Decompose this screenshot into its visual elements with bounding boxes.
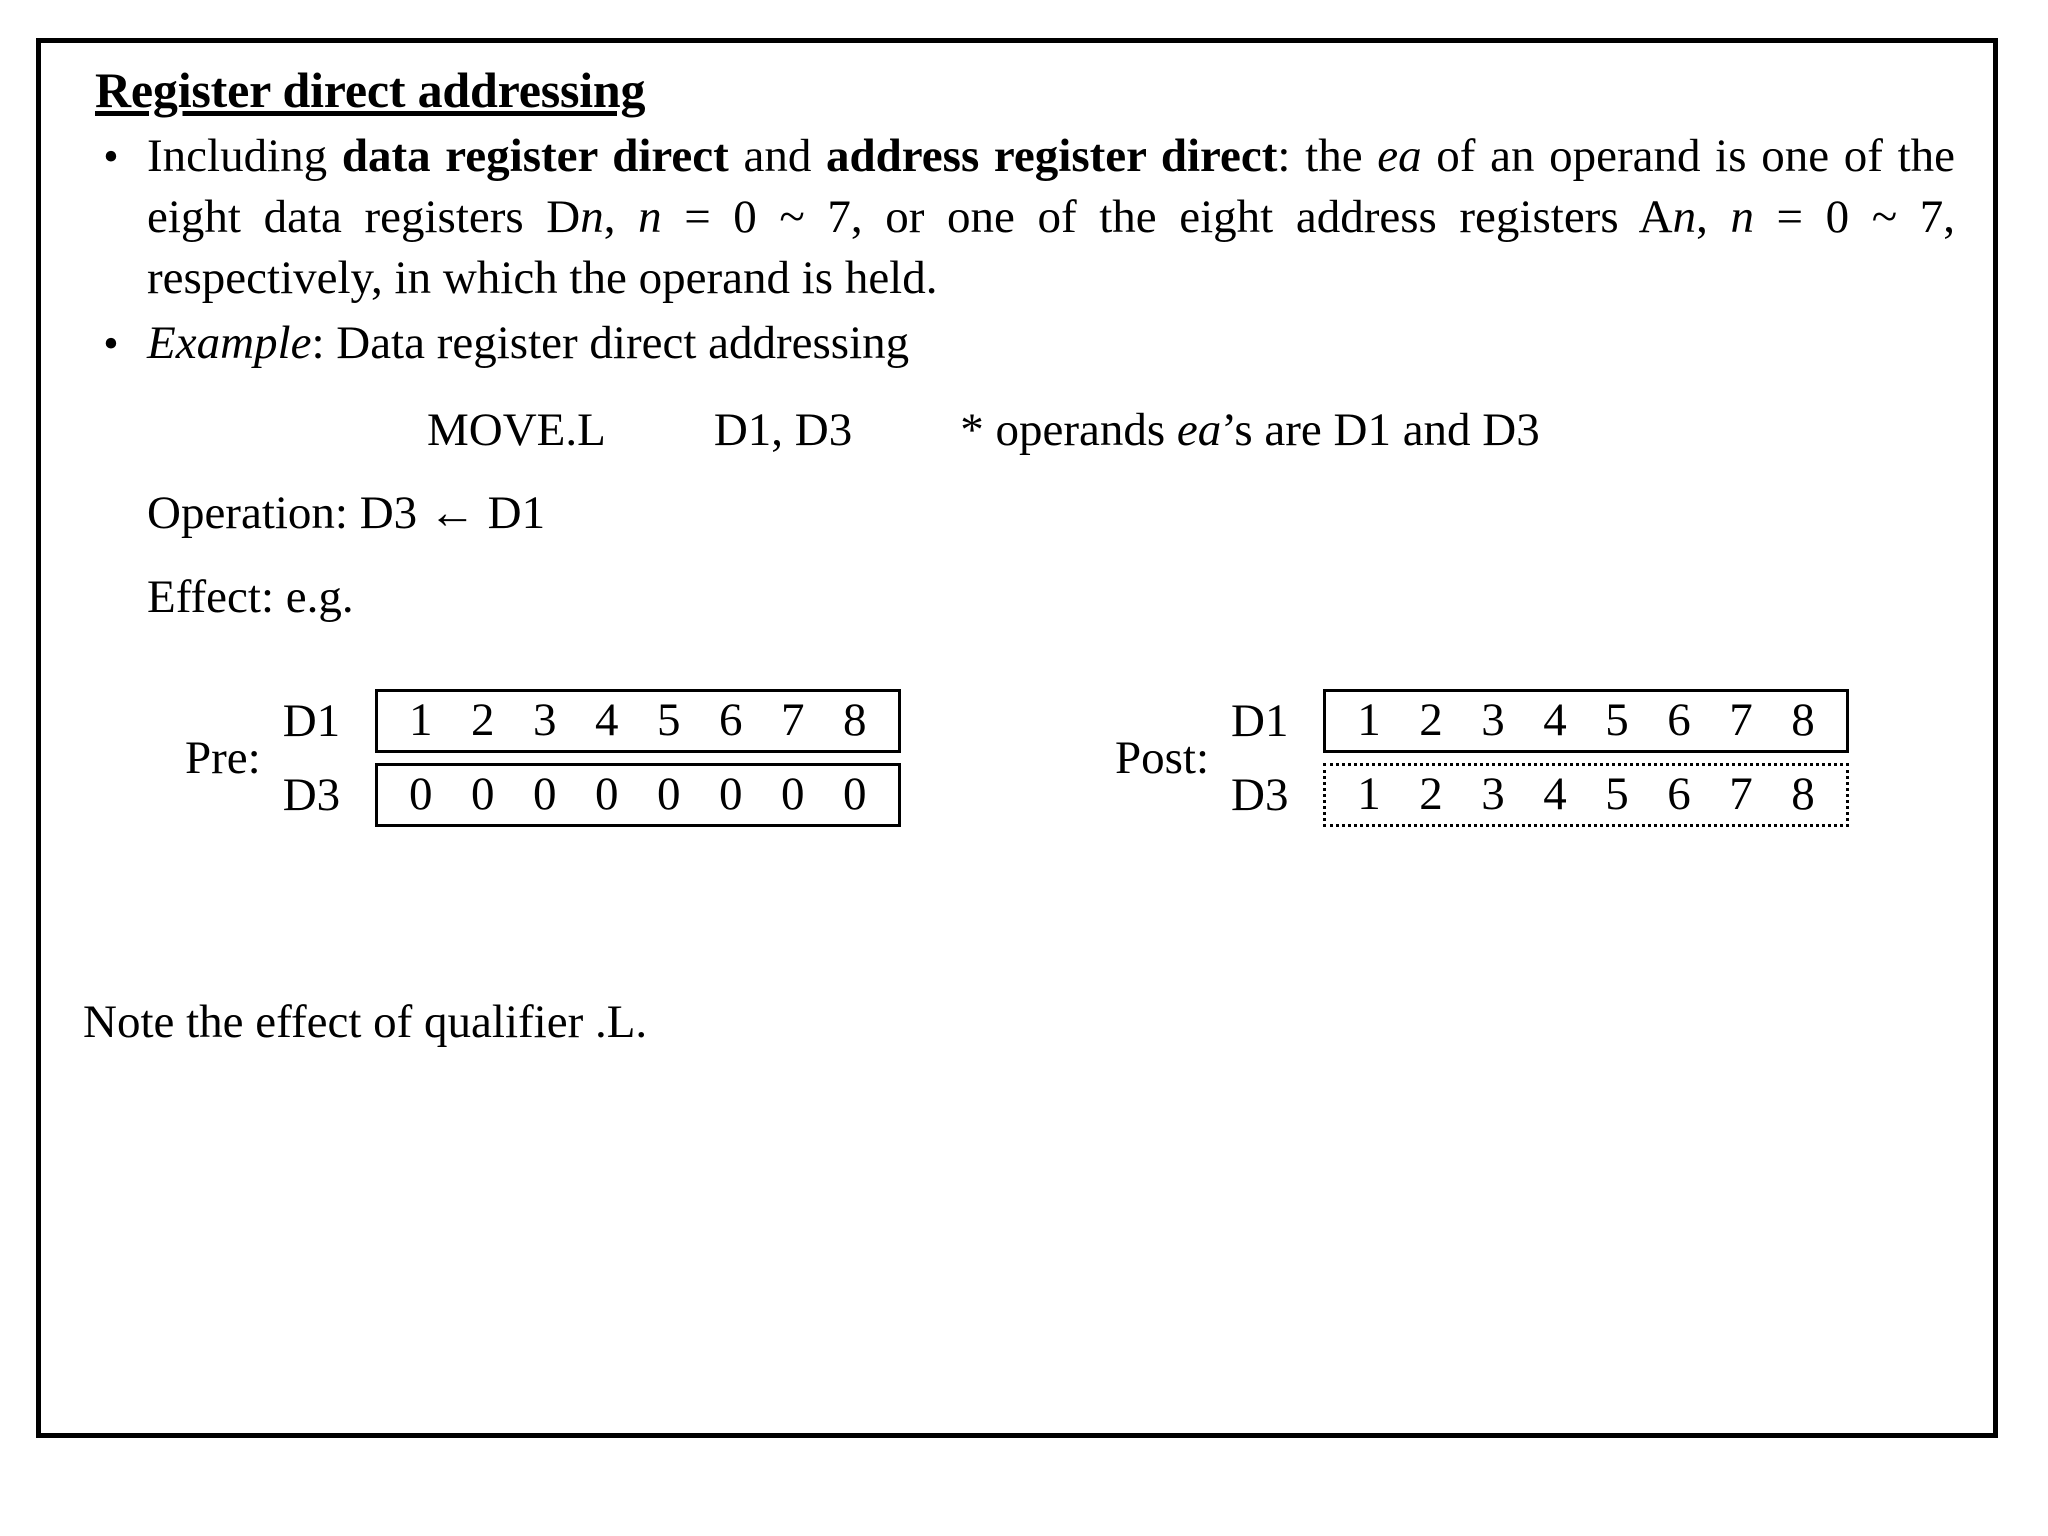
- bullet-marker-icon: •: [103, 132, 119, 181]
- register-cell: 7: [1729, 694, 1753, 747]
- comment-ea-italic: ea: [1176, 404, 1222, 457]
- register-cell: 8: [842, 694, 867, 747]
- post-label: Post:: [1115, 731, 1210, 784]
- register-cell: 5: [1605, 768, 1629, 821]
- register-cell: 5: [1605, 694, 1629, 747]
- register-cell: 8: [1791, 768, 1815, 821]
- comment-prefix: * operands: [960, 404, 1177, 457]
- bullet-item-definition: • Including data register direct and add…: [75, 126, 1959, 309]
- register-name: D3: [1231, 768, 1289, 821]
- instruction-line: MOVE.L D1, D3 * operands ea’s are D1 and…: [75, 400, 1959, 461]
- bullet-marker-icon: •: [103, 319, 119, 369]
- effect-line: Effect: e.g.: [147, 570, 354, 623]
- register-cell: 0: [842, 768, 867, 821]
- bullet-text-definition: Including data register direct and addre…: [147, 130, 1956, 305]
- comment-suffix: ’s are D1 and D3: [1221, 404, 1540, 457]
- register-name: D3: [282, 768, 341, 821]
- register-cell: 4: [1543, 768, 1567, 821]
- bullet-item-example: • Example: Data register direct addressi…: [75, 313, 1959, 374]
- register-cell: 7: [1729, 768, 1753, 821]
- page-title: Register direct addressing: [95, 62, 646, 118]
- register-cell: 0: [470, 768, 495, 821]
- register-cell: 2: [1419, 768, 1443, 821]
- instruction-comment: * operands ea’s are D1 and D3: [960, 400, 1540, 461]
- register-cell: 7: [780, 694, 805, 747]
- register-cell: 1: [1357, 768, 1381, 821]
- register-cell: 6: [1667, 768, 1691, 821]
- register-cell: 8: [1791, 694, 1815, 747]
- register-cell: 5: [656, 694, 681, 747]
- register-cell: 3: [532, 694, 557, 747]
- operation-line: Operation: D3 ← D1: [147, 487, 546, 540]
- register-cell: 3: [1481, 768, 1505, 821]
- register-cell: 1: [408, 694, 433, 747]
- register-cell: 0: [718, 768, 743, 821]
- register-cell: 6: [718, 694, 743, 747]
- register-name: D1: [282, 694, 341, 747]
- register-cell: 0: [780, 768, 805, 821]
- register-cell: 0: [408, 768, 433, 821]
- slide-frame: Register direct addressing • Including d…: [36, 38, 1998, 1438]
- register-cell: 1: [1357, 694, 1381, 747]
- register-cell: 0: [594, 768, 619, 821]
- register-cell: 4: [1543, 694, 1567, 747]
- pre-label: Pre:: [185, 731, 261, 784]
- register-cell: 0: [532, 768, 557, 821]
- register-cell: 2: [1419, 694, 1443, 747]
- register-name: D1: [1231, 694, 1289, 747]
- instruction-operands: D1, D3: [713, 404, 853, 457]
- bullet-text-example: Example: Data register direct addressing: [147, 317, 910, 370]
- register-cell: 3: [1481, 694, 1505, 747]
- note-line: Note the effect of qualifier .L.: [83, 995, 648, 1048]
- register-cell: 4: [594, 694, 619, 747]
- register-cell: 2: [470, 694, 495, 747]
- instruction-mnemonic: MOVE.L: [427, 404, 606, 457]
- register-cell: 0: [656, 768, 681, 821]
- register-cell: 6: [1667, 694, 1691, 747]
